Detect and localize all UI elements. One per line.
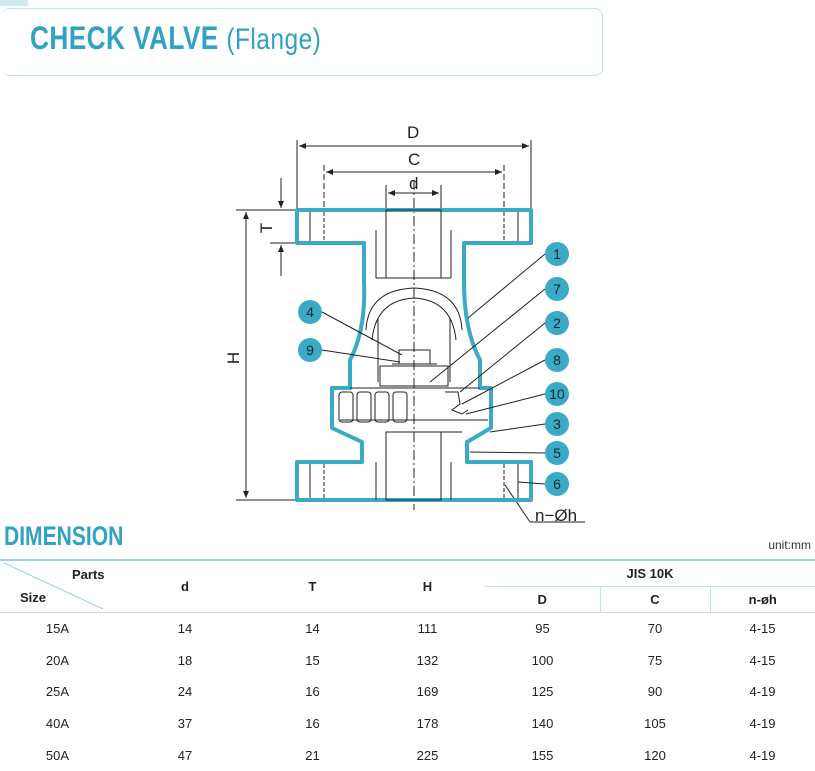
- size-cell: 40A: [45, 716, 70, 732]
- table-row: 15A 14 14 111 95 70 4-15: [0, 613, 815, 645]
- header-parts-size: Parts Size: [0, 560, 115, 613]
- value-cell: 4-15: [749, 652, 776, 668]
- value-cell: 37: [177, 716, 193, 732]
- callout-10: 10: [545, 382, 569, 406]
- value-cell: 4-19: [749, 684, 776, 700]
- header-parts: Parts: [72, 567, 105, 582]
- size-cell: 20A: [45, 652, 70, 668]
- value-cell: 155: [531, 747, 554, 763]
- dim-label-C: C: [408, 150, 421, 169]
- col-header-jis: JIS 10K: [485, 560, 815, 587]
- callout-6: 6: [545, 472, 569, 496]
- title-sub: (Flange): [226, 23, 322, 56]
- value-cell: 16: [305, 716, 320, 732]
- header-diagonal: [3, 562, 104, 610]
- value-cell: 18: [177, 652, 193, 668]
- callout-4: 4: [298, 300, 322, 324]
- valve-drawing: D C d T H n−Øh 1 7 2 8 10 3 5 6 4 9: [224, 123, 585, 525]
- value-cell: 4-19: [749, 716, 776, 732]
- value-cell: 178: [416, 716, 439, 732]
- dimension-table-body: 15A 14 14 111 95 70 4-15 20A 18 15 132 100 75 4-15 25A…: [0, 613, 815, 771]
- col-header-C: C: [599, 586, 710, 613]
- value-cell: 16: [305, 684, 320, 700]
- dim-label-d: d: [409, 174, 419, 193]
- value-cell: 120: [644, 747, 666, 763]
- col-header-D: D: [485, 586, 600, 613]
- valve-section-svg: [236, 140, 585, 523]
- value-cell: 169: [416, 684, 439, 700]
- value-cell: 21: [305, 747, 320, 763]
- col-header-d: d: [115, 560, 255, 613]
- value-cell: 4-19: [749, 747, 776, 763]
- value-cell: 4-15: [749, 621, 776, 637]
- size-cell: 25A: [45, 684, 70, 700]
- valve-body-outline: [295, 208, 533, 502]
- value-cell: 70: [647, 621, 663, 637]
- value-cell: 100: [531, 652, 554, 668]
- value-cell: 14: [177, 621, 193, 637]
- value-cell: 132: [416, 652, 439, 668]
- value-cell: 105: [644, 716, 666, 732]
- callout-leaders: [321, 253, 546, 485]
- value-cell: 90: [647, 684, 663, 700]
- value-cell: 125: [531, 684, 554, 700]
- page-title: CHECK VALVE (Flange): [30, 22, 321, 55]
- title-main: CHECK VALVE: [30, 20, 219, 56]
- callout-3: 3: [545, 412, 569, 436]
- table-row: 50A 47 21 225 155 120 4-19: [0, 739, 815, 771]
- value-cell: 75: [647, 652, 663, 668]
- title-accent-bar: [0, 0, 28, 6]
- header-size: Size: [20, 590, 47, 605]
- value-cell: 47: [177, 747, 193, 763]
- dimension-lines: [236, 140, 585, 523]
- table-row: 20A 18 15 132 100 75 4-15: [0, 645, 815, 677]
- size-cell: 50A: [45, 747, 70, 763]
- unit-label: unit:mm: [768, 538, 811, 552]
- dim-label-D: D: [407, 123, 420, 142]
- value-cell: 14: [305, 621, 320, 637]
- dimension-heading: DIMENSION: [4, 521, 124, 551]
- value-cell: 15: [305, 652, 320, 668]
- value-cell: 95: [535, 621, 550, 637]
- value-cell: 24: [177, 684, 193, 700]
- value-cell: 225: [416, 747, 439, 763]
- callout-2: 2: [545, 311, 569, 335]
- col-header-H: H: [370, 560, 485, 613]
- callout-5: 5: [545, 441, 569, 465]
- dim-label-T: T: [257, 222, 277, 234]
- valve-internals: [309, 209, 519, 501]
- callout-9: 9: [298, 338, 322, 362]
- value-cell: 140: [531, 716, 554, 732]
- table-row: 40A 37 16 178 140 105 4-19: [0, 708, 815, 740]
- dim-label-bolt-holes: n−Øh: [535, 506, 578, 525]
- dim-label-H: H: [224, 351, 244, 365]
- callout-8: 8: [545, 348, 569, 372]
- size-cell: 15A: [45, 621, 70, 637]
- callout-7: 7: [545, 277, 569, 301]
- col-header-T: T: [255, 560, 370, 613]
- col-header-nh: n-øh: [709, 586, 815, 613]
- title-banner: [2, 8, 603, 76]
- callout-1: 1: [545, 242, 569, 266]
- value-cell: 111: [417, 621, 438, 637]
- table-row: 25A 24 16 169 125 90 4-19: [0, 676, 815, 708]
